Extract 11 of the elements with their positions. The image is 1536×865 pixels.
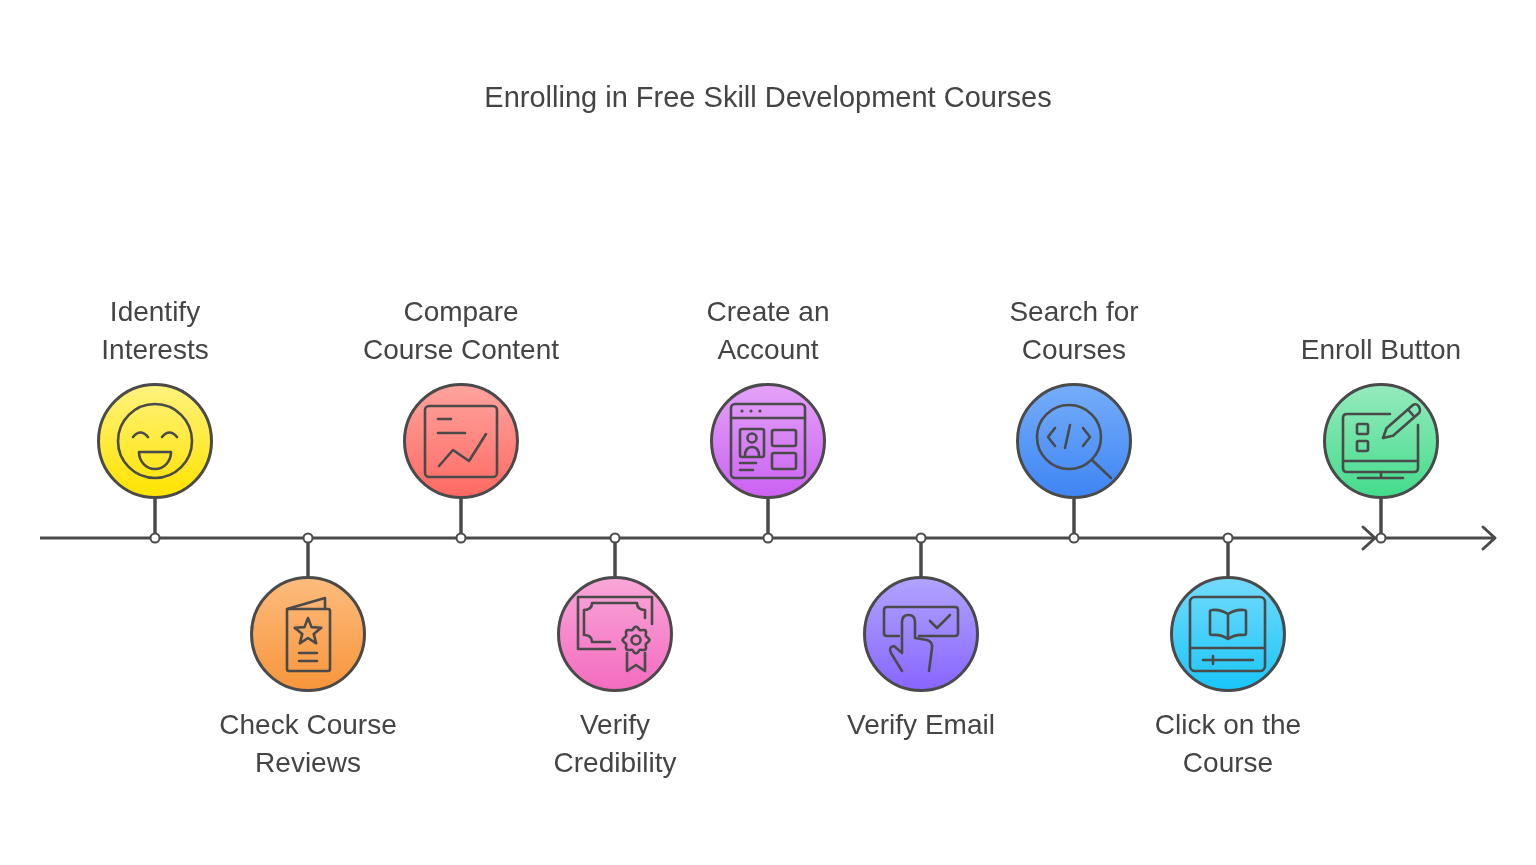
step-label: Enroll Button [1300,333,1462,367]
timeline-connector [1379,499,1497,551]
step-label: Check Course Reviews [218,708,398,780]
step-label: Verify Email [847,708,995,742]
step-label: Create an Account [705,295,831,367]
step-label: Compare Course Content [361,295,561,367]
diagram-title: Enrolling in Free Skill Development Courses [484,80,1052,115]
step-label: Search for Courses [1008,295,1140,367]
step-label: Verify Credibility [552,708,678,780]
step-label: Click on the Course [1153,708,1303,780]
step-label: Identify Interests [100,295,210,367]
